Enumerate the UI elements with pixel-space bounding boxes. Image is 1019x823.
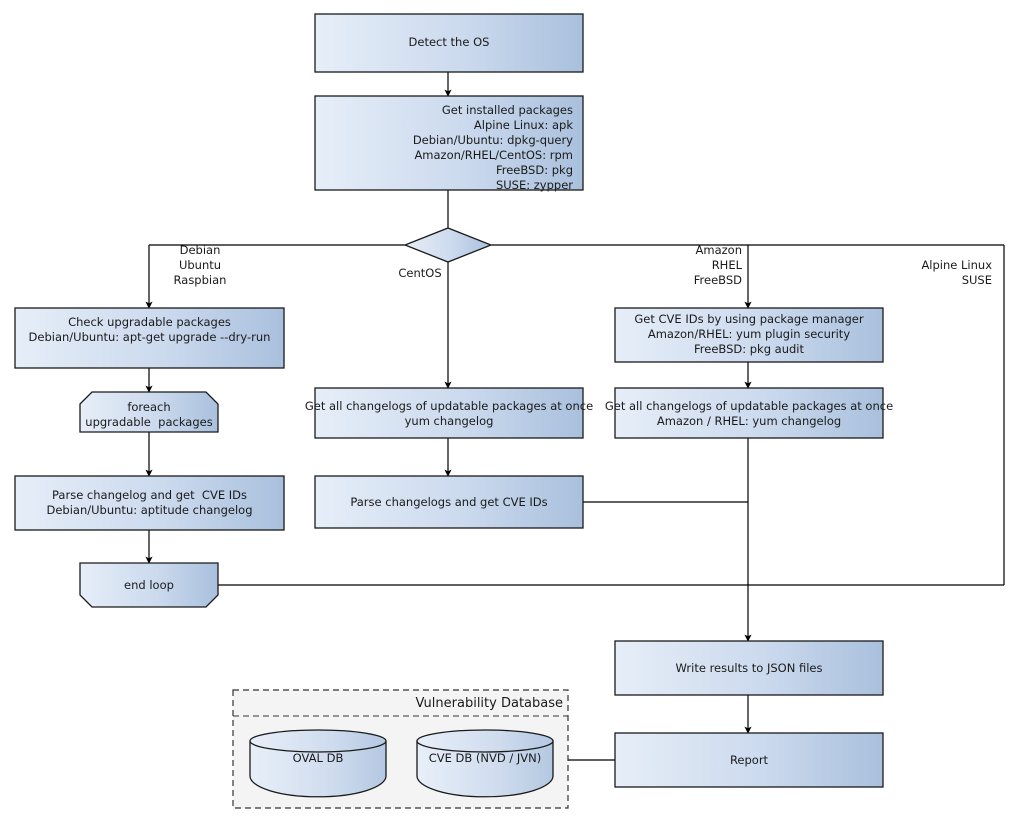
node-get-installed-packages[interactable] bbox=[314, 95, 584, 191]
node-end-loop[interactable] bbox=[79, 562, 219, 608]
node-write-results-json[interactable] bbox=[614, 640, 884, 696]
node-changelogs-rhel[interactable] bbox=[614, 387, 884, 439]
node-oval-db[interactable] bbox=[249, 729, 387, 798]
branch-label-alpine: Alpine Linux SUSE bbox=[921, 258, 992, 287]
branch-label-amazon: Amazon RHEL FreeBSD bbox=[693, 243, 742, 287]
branch-label-debian: Debian Ubuntu Raspbian bbox=[173, 243, 227, 287]
edge-layer bbox=[145, 72, 1005, 761]
node-changelogs-centos[interactable] bbox=[314, 387, 584, 439]
branch-label-centos: CentOS bbox=[398, 266, 442, 280]
node-report[interactable] bbox=[614, 732, 884, 788]
node-check-upgradable-packages[interactable] bbox=[14, 307, 285, 369]
node-parse-changelog-debian[interactable] bbox=[14, 475, 285, 531]
node-os-decision[interactable] bbox=[403, 227, 493, 263]
node-parse-changelogs-centos[interactable] bbox=[314, 475, 584, 529]
node-cve-ids-package-manager[interactable] bbox=[614, 307, 884, 363]
group-title-vulnerability-database: Vulnerability Database bbox=[415, 696, 563, 711]
node-cve-db[interactable] bbox=[416, 729, 554, 798]
node-detect-os[interactable] bbox=[314, 13, 584, 73]
node-foreach-loop[interactable] bbox=[79, 391, 219, 433]
